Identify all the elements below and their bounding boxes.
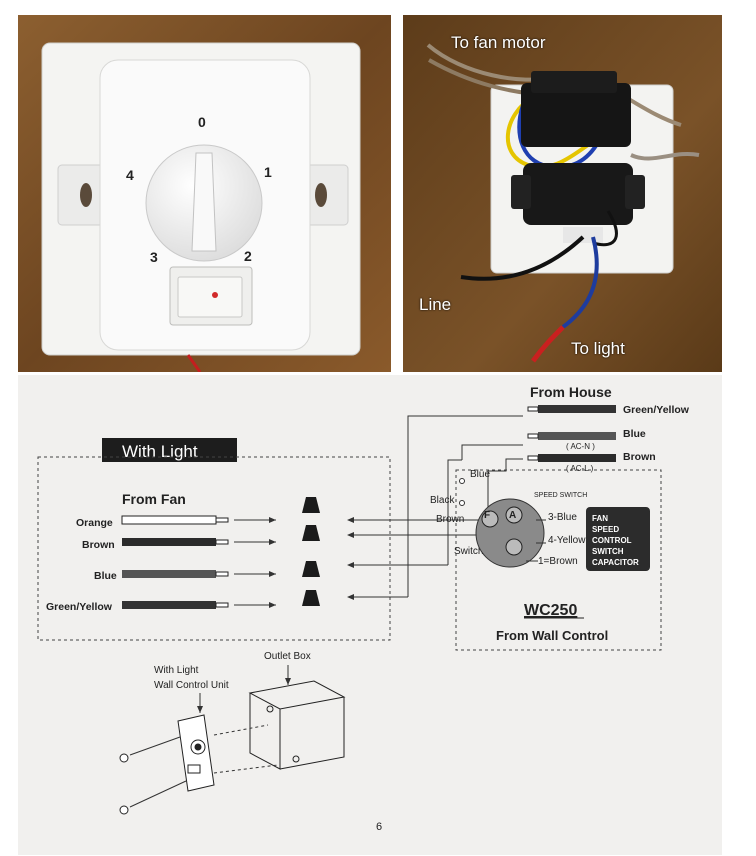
capacitor-line-2: SPEED xyxy=(592,525,619,534)
from-fan-box xyxy=(37,456,391,641)
speed-4-label: 4-Yellow xyxy=(548,535,586,546)
house-wire-blue xyxy=(538,432,616,440)
dial-number-2: 2 xyxy=(244,248,252,264)
from-fan-heading: From Fan xyxy=(122,491,186,507)
house-wire-brown-label: Brown xyxy=(623,451,656,463)
wiring-photo: To fan motor Line To light xyxy=(403,15,722,372)
switch-illustration: 0 1 2 3 4 xyxy=(18,15,391,372)
speed-switch-label: SPEED SWITCH xyxy=(534,492,587,499)
fan-wire-greenyellow xyxy=(122,601,216,609)
switch-wire-brown-label: Brown xyxy=(436,514,464,525)
fan-wire-blue-label: Blue xyxy=(94,570,117,582)
house-ac-l-label: ( AC-L ) xyxy=(566,464,594,473)
label-line: Line xyxy=(419,295,452,314)
switch-label: Switch xyxy=(454,546,483,557)
switch-wire-black-label: Black xyxy=(430,495,455,506)
dial-number-3: 3 xyxy=(150,249,158,265)
dial-number-4: 4 xyxy=(126,167,134,183)
wire-nut-3 xyxy=(302,561,320,577)
with-light-heading: With Light xyxy=(122,442,198,461)
wiring-illustration xyxy=(403,15,722,372)
with-light-heading-box xyxy=(102,438,237,462)
speed-1-label: 1=Brown xyxy=(538,556,578,567)
wall-control-plate-drawing xyxy=(177,714,215,792)
switch-photo: 0 1 2 3 4 xyxy=(18,15,391,372)
wire-nut-2 xyxy=(302,525,320,541)
house-wire-greenyellow xyxy=(538,405,616,413)
capacitor-block xyxy=(521,83,631,147)
indicator-dot xyxy=(212,292,218,298)
wire-nut-4 xyxy=(302,590,320,606)
switch-body-block xyxy=(523,163,633,225)
wiring-diagram: With Light From Fan Orange Brown Blue Gr… xyxy=(37,384,690,833)
fan-wire-brown-label: Brown xyxy=(82,539,115,551)
from-wall-control-label: From Wall Control xyxy=(496,628,608,643)
capacitor-line-3: CONTROL xyxy=(592,536,632,545)
wall-control-box xyxy=(455,469,662,651)
outlet-box-label: Outlet Box xyxy=(264,651,311,662)
terminal-a: A xyxy=(509,510,516,521)
house-ac-n-label: ( AC-N ) xyxy=(566,442,595,451)
from-house-heading: From House xyxy=(530,384,612,400)
dial-number-1: 1 xyxy=(264,164,272,180)
page-number: 6 xyxy=(376,821,382,833)
wire-nut-1 xyxy=(302,497,320,513)
wall-unit-label-1: With Light xyxy=(154,665,199,676)
model-number: WC250 xyxy=(524,602,577,619)
house-wire-blue-label: Blue xyxy=(623,428,646,440)
fan-wire-orange xyxy=(121,515,217,525)
wall-unit-label-2: Wall Control Unit xyxy=(154,680,229,691)
manual-page: With Light From Fan Orange Brown Blue Gr… xyxy=(18,375,722,855)
capacitor-line-4: SWITCH xyxy=(592,547,624,556)
fan-wire-brown xyxy=(122,538,216,546)
house-wire-brown xyxy=(538,454,616,462)
label-to-light: To light xyxy=(571,339,625,358)
capacitor-line-1: FAN xyxy=(592,514,608,523)
house-wire-greenyellow-label: Green/Yellow xyxy=(623,404,690,416)
capacitor-line-5: CAPACITOR xyxy=(592,558,639,567)
speed-3-label: 3-Blue xyxy=(548,512,577,523)
label-to-fan-motor: To fan motor xyxy=(451,33,546,52)
capacitor-box xyxy=(586,507,650,571)
fan-wire-greenyellow-label: Green/Yellow xyxy=(46,601,113,613)
dial-number-0: 0 xyxy=(198,114,206,130)
switch-wire-blue-label: Blue xyxy=(470,469,490,480)
fan-wire-blue xyxy=(122,570,216,578)
terminal-f: F xyxy=(484,510,490,521)
outlet-box-drawing xyxy=(248,680,346,770)
fan-wire-orange-label: Orange xyxy=(76,517,113,529)
